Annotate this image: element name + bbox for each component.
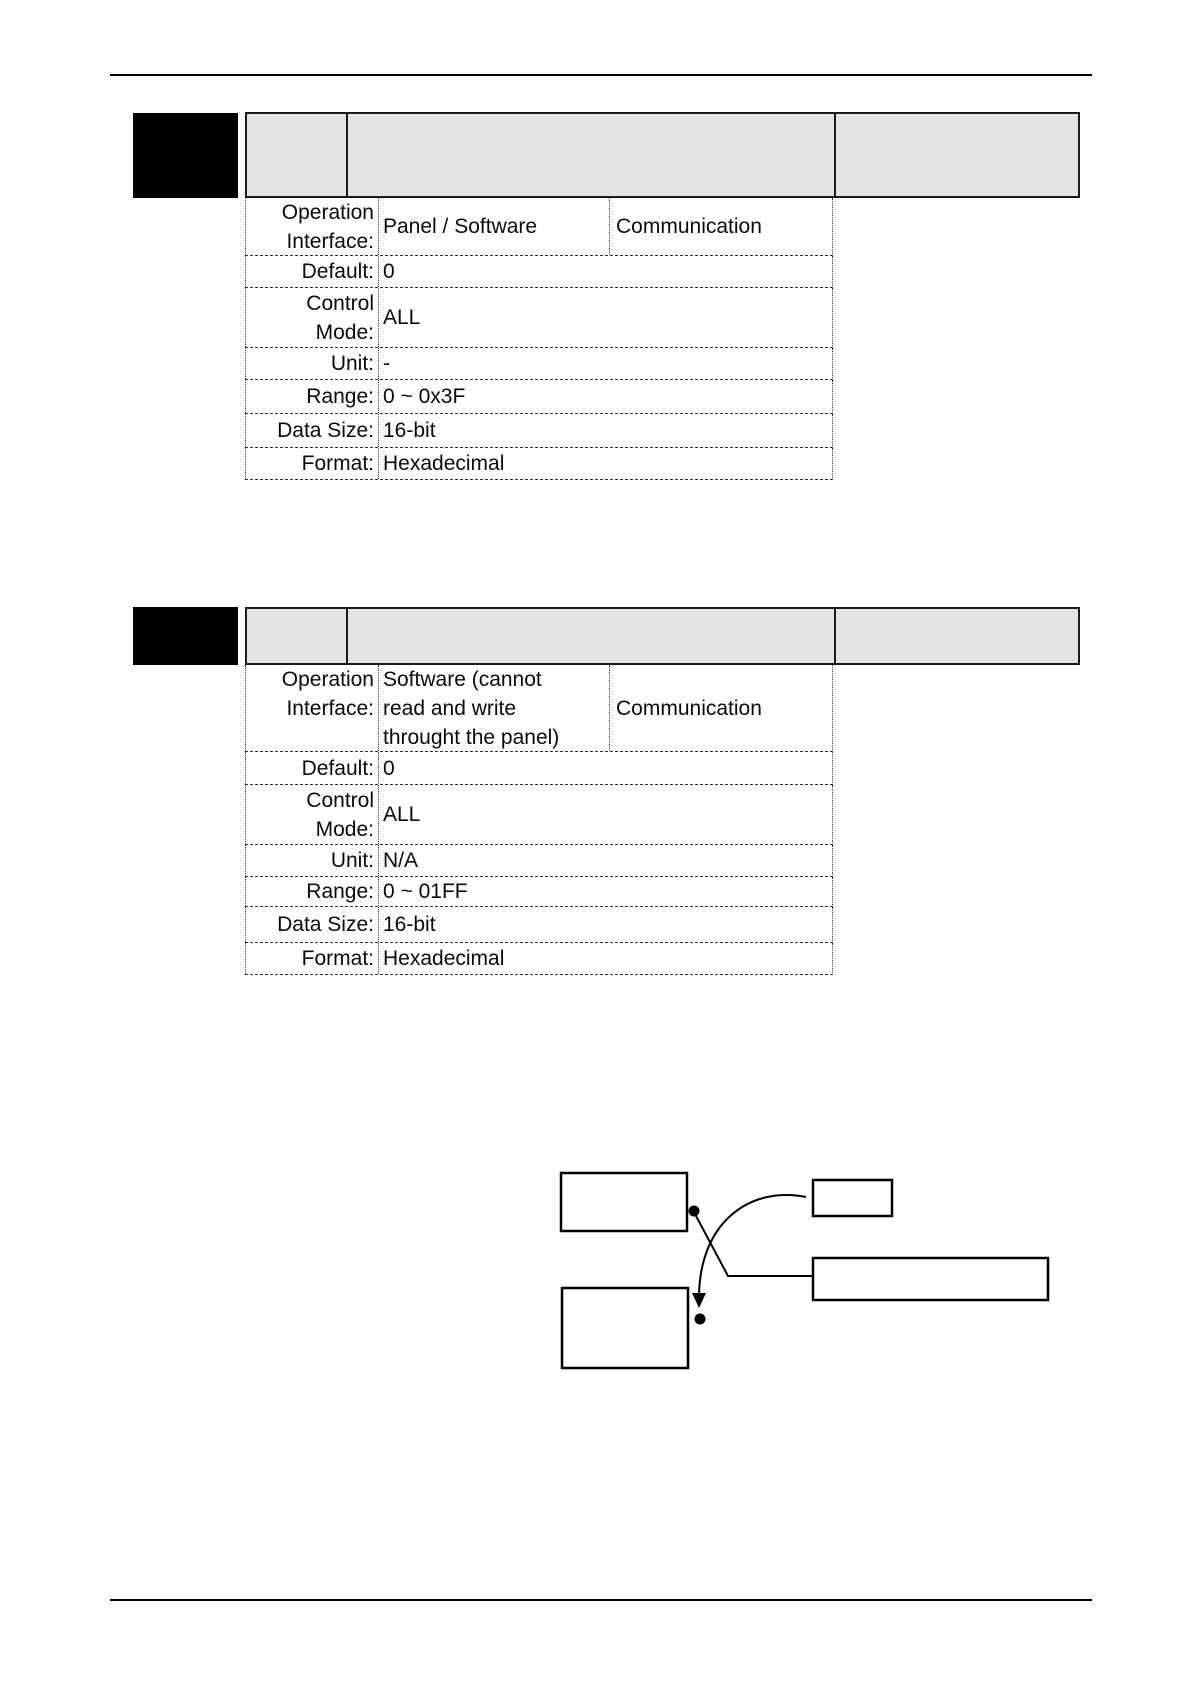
row-range: Range: 0 ~ 0x3F (245, 380, 833, 414)
row-control-mode: Control Mode: ALL (245, 288, 833, 348)
header-divider (834, 114, 836, 196)
control-mode-value: ALL (383, 306, 421, 329)
unit-value: N/A (383, 849, 419, 872)
header-divider (346, 114, 348, 196)
operation-interface-label: Operation Interface: (245, 665, 379, 751)
parameter1-code-redacted-box (133, 113, 238, 198)
range-label: Range: (245, 380, 379, 413)
control-mode-label: Control Mode: (245, 288, 379, 347)
diagram-box-top-left (559, 1171, 689, 1233)
operation-interface-value2: Communication (616, 696, 762, 720)
operation-interface-value: Software (cannot read and write throught… (379, 665, 610, 751)
format-value: Hexadecimal (383, 452, 505, 475)
default-value: 0 (383, 756, 395, 780)
control-mode-value: ALL (383, 803, 421, 826)
diagram-box-long-right (811, 1256, 1050, 1302)
control-mode-label: Control Mode: (245, 785, 379, 844)
data-size-value: 16-bit (383, 913, 436, 936)
parameter2-header-bar (245, 607, 1080, 665)
row-default: Default: 0 (245, 752, 833, 785)
format-label: Format: (245, 448, 379, 479)
data-size-label: Data Size: (245, 907, 379, 942)
unit-label: Unit: (245, 348, 379, 379)
wiring-diagram (559, 1171, 1050, 1370)
diagram-connector-curve (698, 1194, 807, 1297)
row-operation-interface: Operation Interface: Panel / Software Co… (245, 198, 833, 256)
row-unit: Unit: N/A (245, 845, 833, 877)
row-data-size: Data Size: 16-bit (245, 907, 833, 943)
row-unit: Unit: - (245, 348, 833, 380)
parameter1-header-bar (245, 112, 1080, 198)
default-value: 0 (383, 260, 395, 283)
row-format: Format: Hexadecimal (245, 448, 833, 480)
row-default: Default: 0 (245, 256, 833, 288)
range-value: 0 ~ 0x3F (383, 385, 466, 408)
data-size-value: 16-bit (383, 419, 436, 442)
header-divider (346, 609, 348, 663)
diagram-box-small-right (811, 1178, 894, 1218)
data-size-label: Data Size: (245, 414, 379, 447)
parameter1-attribute-table: Operation Interface: Panel / Software Co… (245, 198, 833, 480)
bottom-rule (110, 1599, 1092, 1601)
header-divider (834, 609, 836, 663)
operation-interface-label: Operation Interface: (245, 198, 379, 255)
top-rule (110, 74, 1092, 76)
default-label: Default: (245, 256, 379, 287)
diagram-node-dot-top (688, 1205, 700, 1217)
diagram-connector-polyline (694, 1213, 813, 1277)
format-label: Format: (245, 943, 379, 974)
row-data-size: Data Size: 16-bit (245, 414, 833, 448)
row-format: Format: Hexadecimal (245, 943, 833, 975)
unit-label: Unit: (245, 845, 379, 876)
range-value: 0 ~ 01FF (383, 880, 468, 903)
diagram-arrowhead-icon (692, 1293, 706, 1308)
default-label: Default: (245, 752, 379, 784)
unit-value: - (383, 352, 390, 375)
parameter2-code-redacted-box (133, 607, 238, 665)
range-label: Range: (245, 877, 379, 906)
format-value: Hexadecimal (383, 947, 505, 970)
diagram-box-bottom-left (560, 1286, 690, 1370)
parameter2-attribute-table: Operation Interface: Software (cannot re… (245, 665, 833, 975)
operation-interface-value: Panel / Software (379, 198, 610, 255)
operation-interface-value2: Communication (616, 215, 762, 238)
row-range: Range: 0 ~ 01FF (245, 877, 833, 907)
diagram-node-dot-bottom (694, 1313, 706, 1325)
row-operation-interface: Operation Interface: Software (cannot re… (245, 665, 833, 752)
row-control-mode: Control Mode: ALL (245, 785, 833, 845)
